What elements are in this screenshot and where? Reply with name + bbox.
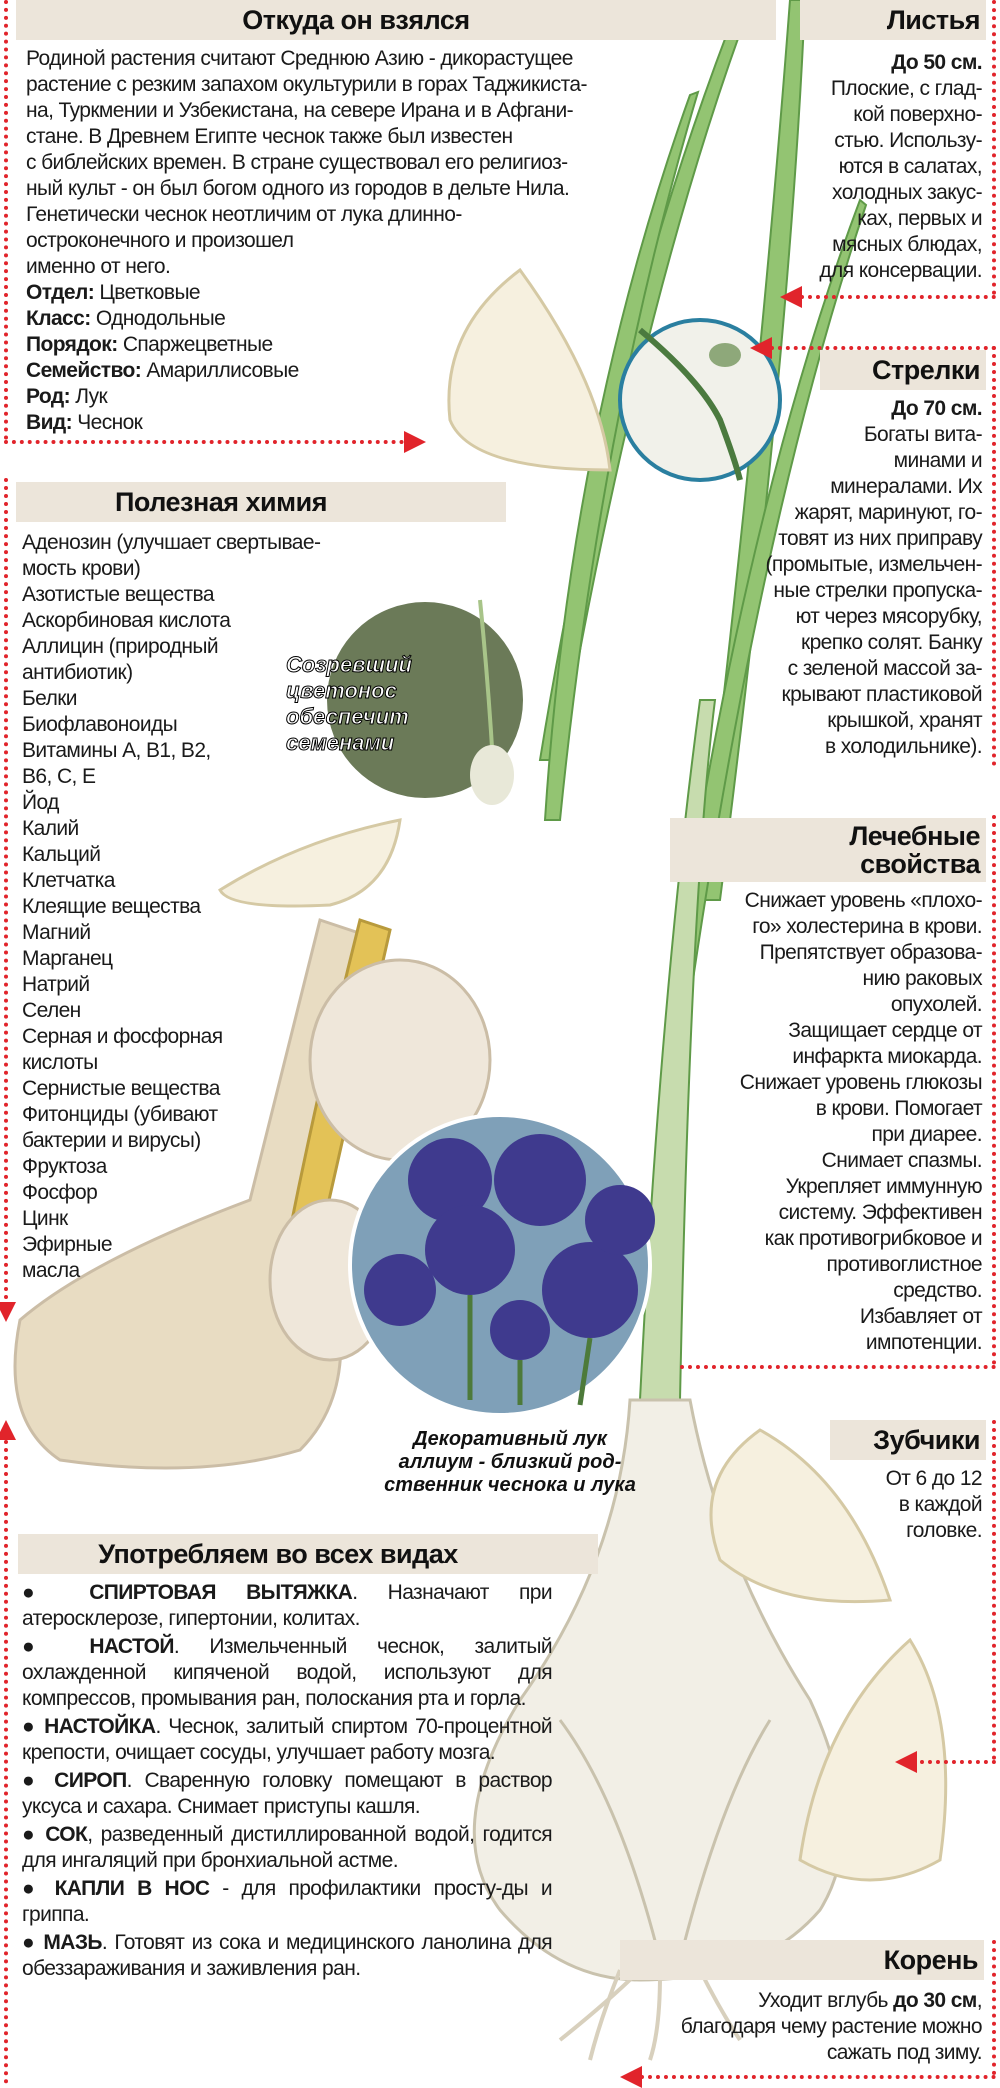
scapes-header: Стрелки (820, 350, 986, 390)
usage-title: Употребляем во всех видах (98, 1538, 458, 1569)
usage-list: ● СПИРТОВАЯ ВЫТЯЖКА. Назначают при атеро… (22, 1580, 553, 1984)
cloves-header: Зубчики (830, 1420, 986, 1460)
dotted-line-right-top (992, 0, 996, 295)
taxonomy-row: Род: Лук (26, 385, 108, 408)
dotted-line-right-root (992, 1940, 996, 2075)
root-header: Корень (620, 1940, 984, 1980)
medicinal-text: Снижает уровень «плохо-го» холестерина в… (739, 889, 983, 1354)
origin-line: Родиной растения считают Среднюю Азию - … (26, 47, 573, 70)
leaves-title: Листья (886, 4, 981, 35)
chemistry-title: Полезная химия (115, 486, 327, 517)
dotted-line-root (640, 2075, 996, 2079)
arrow-root (620, 2066, 642, 2088)
usage-item: ● СПИРТОВАЯ ВЫТЯЖКА. Назначают при атеро… (22, 1581, 553, 1630)
scapes-size: До 70 см. (891, 397, 982, 420)
origin-text: Родиной растения считают Среднюю Азию - … (26, 46, 726, 436)
chemistry-header: Полезная химия (16, 482, 506, 522)
photo-seed-head (323, 598, 527, 805)
dotted-line-right-lower (992, 815, 996, 1365)
garlic-cloves (218, 267, 948, 1882)
garlic-head (13, 918, 492, 1470)
dotted-line-left-mid (4, 478, 8, 1308)
arrow-usage (0, 1420, 16, 1440)
origin-line: стане. В Древнем Египте чеснок также был… (26, 125, 513, 148)
dotted-line-right-mid (992, 346, 996, 766)
chemistry-list: Аденозин (улучшает свертывае-мость крови… (22, 531, 321, 1282)
scapes-title: Стрелки (872, 354, 981, 385)
taxonomy-row: Семейство: Амариллисовые (26, 359, 299, 382)
dotted-line-origin (4, 440, 404, 444)
taxonomy-row: Отдел: Цветковые (26, 281, 201, 304)
taxonomy-row: Порядок: Спаржецветные (26, 333, 273, 356)
origin-line: остроконечного и произошел (26, 229, 294, 252)
dotted-line-scape (770, 346, 996, 350)
arrow-chemistry (0, 1302, 16, 1322)
dotted-line-cloves (920, 1760, 996, 1764)
taxonomy-row: Вид: Чеснок (26, 411, 143, 434)
origin-line: на, Туркмении и Узбекистана, на севере И… (26, 99, 574, 122)
dotted-line-leaves (800, 295, 996, 299)
origin-line: Генетически чеснок неотличим от лука дли… (26, 203, 462, 226)
photo-scape (618, 318, 782, 482)
root-text: Уходит вглубь до 30 см, благодаря чему р… (680, 1989, 983, 2064)
photo-allium (348, 1113, 655, 1417)
arrow-cloves (895, 1751, 917, 1773)
usage-item: ● НАСТОЙ. Измельченный чеснок, залитый о… (22, 1635, 553, 1710)
origin-line: растение с резким запахом окультурили в … (26, 73, 587, 96)
origin-line: ный культ - он был богом одного из город… (26, 177, 570, 200)
usage-item: ● НАСТОЙКА. Чеснок, залитый спиртом 70-п… (22, 1715, 553, 1764)
dotted-line-right-cloves (992, 1420, 996, 1760)
leaves-text: До 50 см. Плоские, с глад-кой поверхно-с… (780, 50, 982, 284)
arrow-scape (750, 337, 772, 359)
usage-item: ● СИРОП. Сваренную головку помещают в ра… (22, 1769, 553, 1818)
origin-line: с библейских времен. В стране существова… (26, 151, 568, 174)
dotted-line-left-bottom (4, 1440, 8, 2084)
arrow-leaves (780, 286, 802, 308)
usage-item: ● СОК, разведенный дистиллированной водо… (22, 1823, 553, 1872)
garlic-roots (558, 1968, 742, 2061)
origin-title: Откуда он взялся (242, 4, 470, 35)
leaves-header: Листья (800, 0, 986, 40)
taxonomy-row: Класс: Однодольные (26, 307, 226, 330)
arrow-origin (404, 431, 426, 453)
usage-item: ● МАЗЬ. Готовят из сока и медицинского л… (22, 1931, 553, 1980)
dotted-line-medicinal (680, 1365, 996, 1369)
root-title: Корень (883, 1944, 979, 1975)
cloves-title: Зубчики (873, 1424, 980, 1455)
usage-header: Употребляем во всех видах (18, 1534, 598, 1574)
origin-line: именно от него. (26, 255, 171, 278)
origin-header: Откуда он взялся (16, 0, 776, 40)
leaves-size: До 50 см. (891, 51, 982, 74)
dotted-line-left-top (4, 0, 8, 440)
usage-item: ● КАПЛИ В НОС - для профилактики просту-… (22, 1877, 553, 1926)
